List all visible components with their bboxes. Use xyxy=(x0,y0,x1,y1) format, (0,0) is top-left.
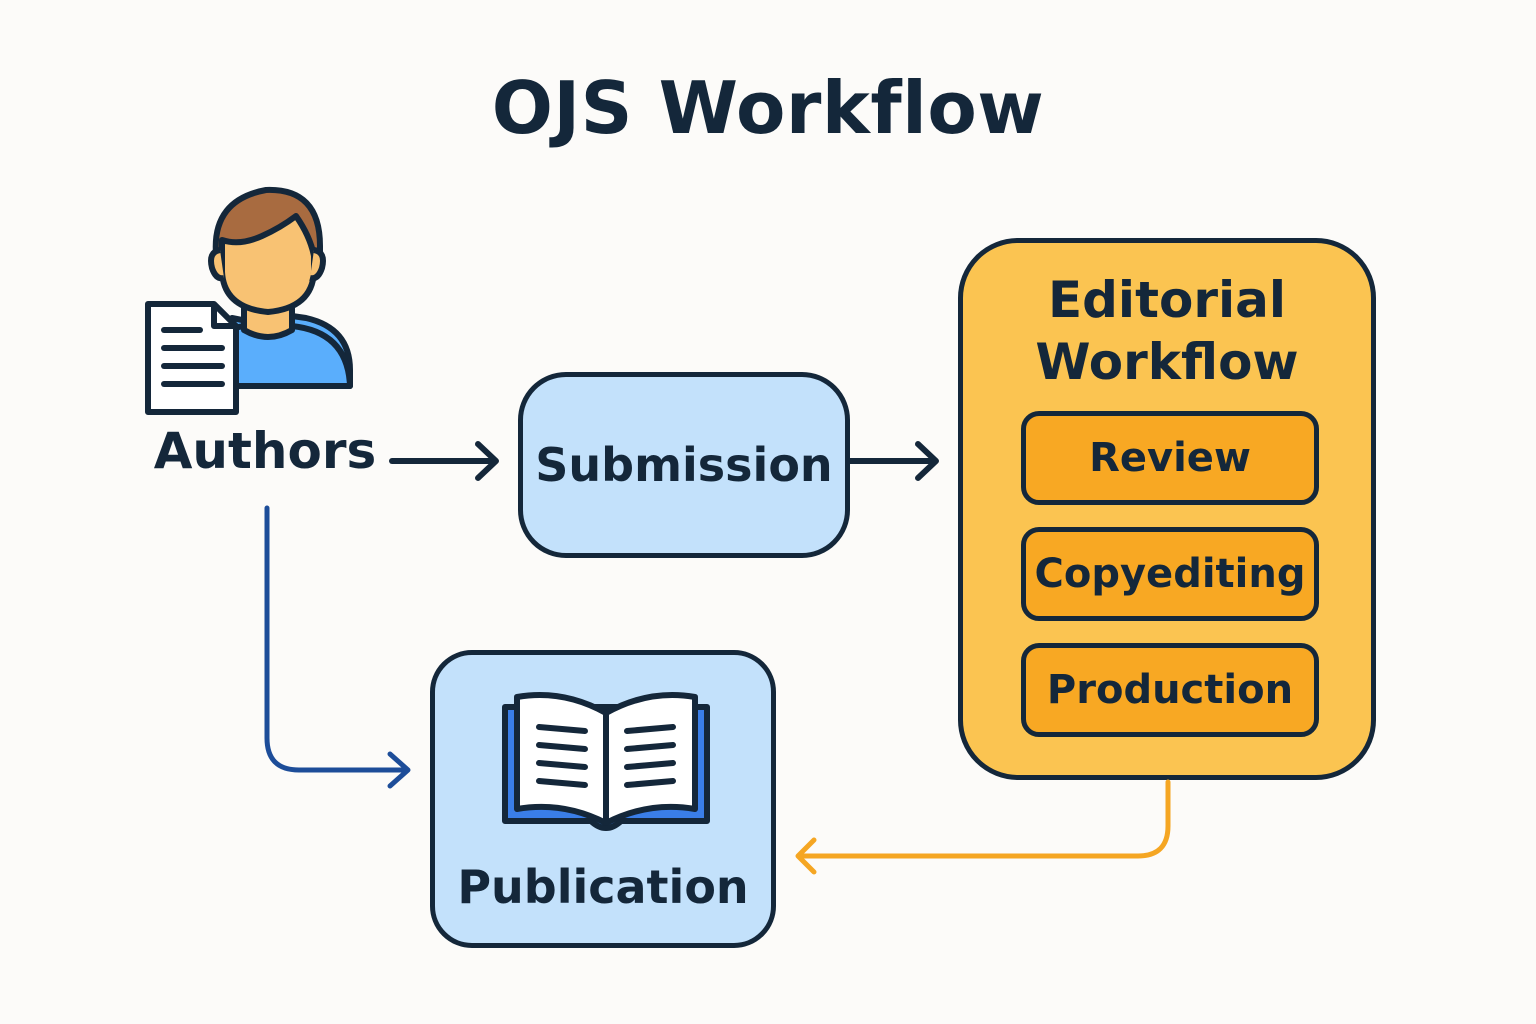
authors-label: Authors xyxy=(153,422,377,480)
stage-production: Production xyxy=(1021,643,1319,737)
diagram-title: OJS Workflow xyxy=(491,66,1045,150)
arrow-authors-to-submission xyxy=(389,441,499,481)
stage-review-label: Review xyxy=(1089,435,1251,481)
stage-production-label: Production xyxy=(1046,667,1294,713)
submission-label: Submission xyxy=(535,438,833,492)
author-person-icon xyxy=(145,186,353,415)
arrow-submission-to-editorial xyxy=(847,441,939,481)
editorial-title-line1: Editorial xyxy=(1047,271,1286,329)
publication-box: Publication xyxy=(430,650,776,948)
open-book-icon xyxy=(502,692,710,831)
stage-copyediting: Copyediting xyxy=(1021,527,1319,621)
publication-label: Publication xyxy=(457,860,749,914)
editorial-title-line2: Workflow xyxy=(1035,333,1299,391)
stage-copyediting-label: Copyediting xyxy=(1034,551,1306,597)
arrow-authors-to-publication xyxy=(264,505,411,789)
editorial-workflow-box: Editorial Workflow Review Copyediting Pr… xyxy=(958,238,1376,780)
editorial-workflow-title: Editorial Workflow xyxy=(963,269,1371,393)
stage-review: Review xyxy=(1021,411,1319,505)
arrow-editorial-to-publication xyxy=(795,779,1171,875)
submission-box: Submission xyxy=(518,372,850,558)
